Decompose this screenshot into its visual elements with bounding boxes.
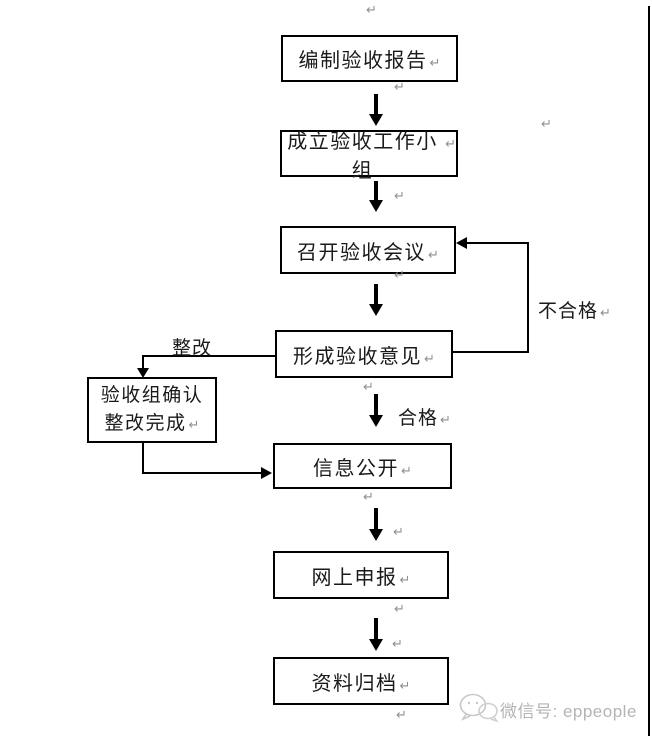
flow-node-compile-report: 编制验收报告↵ xyxy=(281,35,458,82)
return-mark-icon: ↵ xyxy=(428,246,439,262)
flow-node-form-opinion: 形成验收意见↵ xyxy=(275,330,453,378)
down-arrow-icon xyxy=(369,508,383,541)
watermark-text: 微信号: eppeople xyxy=(500,702,637,721)
return-mark-icon: ↵ xyxy=(401,462,412,478)
node-label: 召开验收会议 xyxy=(297,241,427,264)
wechat-icon xyxy=(458,692,500,729)
paragraph-mark-icon: ↵ xyxy=(393,524,404,539)
paragraph-mark-icon: ↵ xyxy=(363,489,374,504)
node-label: 编制验收报告 xyxy=(298,50,428,72)
paragraph-mark-icon: ↵ xyxy=(394,267,405,282)
connector-unqualified-top xyxy=(466,242,529,244)
paragraph-mark-icon: ↵ xyxy=(392,636,403,651)
edge-label-rectify: 整改 xyxy=(172,333,212,360)
return-mark-icon: ↵ xyxy=(188,416,200,432)
paragraph-mark-icon: ↵ xyxy=(394,601,405,616)
return-mark-icon: ↵ xyxy=(429,55,441,70)
down-arrow-icon xyxy=(369,181,383,212)
connector-rectify-v xyxy=(142,355,144,369)
down-arrow-icon xyxy=(369,618,383,651)
arrowhead-right-icon xyxy=(261,467,272,479)
return-mark-icon: ↵ xyxy=(424,350,435,366)
edge-label-text: 合格 xyxy=(398,408,439,429)
arrowhead-down-icon xyxy=(137,368,149,378)
node-label: 形成验收意见 xyxy=(293,345,423,368)
flow-node-info-disclosure: 信息公开↵ xyxy=(273,443,452,489)
flow-node-archive-materials: 资料归档↵ xyxy=(273,657,449,705)
return-mark-icon: ↵ xyxy=(600,305,611,320)
return-mark-icon: ↵ xyxy=(440,412,451,427)
return-mark-icon: ↵ xyxy=(399,677,411,693)
node-label-line2: 整改完成 xyxy=(104,412,187,434)
node-label: 成立验收工作小组 xyxy=(287,130,438,182)
arrowhead-left-icon xyxy=(456,237,467,249)
paragraph-mark-icon: ↵ xyxy=(366,2,377,17)
paragraph-mark-icon: ↵ xyxy=(394,188,405,203)
return-mark-icon: ↵ xyxy=(445,135,456,151)
connector-confirm-v xyxy=(142,442,144,474)
page-edge-line xyxy=(648,6,650,736)
flow-node-setup-working-group: 成立验收工作小组 ↵ xyxy=(280,130,458,182)
connector-unqualified-v xyxy=(527,242,529,353)
down-arrow-icon xyxy=(369,394,383,427)
node-label: 信息公开 xyxy=(313,457,400,480)
edge-label-qualified: 合格↵ xyxy=(398,403,451,430)
edge-label-text: 整改 xyxy=(172,338,213,359)
connector-confirm-h xyxy=(142,472,262,474)
paragraph-mark-icon: ↵ xyxy=(541,116,552,131)
edge-label-unqualified: 不合格↵ xyxy=(538,296,611,323)
node-label-line1: 验收组确认 xyxy=(100,384,204,406)
paragraph-mark-icon: ↵ xyxy=(396,707,407,722)
connector-rectify-h xyxy=(142,355,275,357)
paragraph-mark-icon: ↵ xyxy=(363,379,374,394)
flow-node-online-declaration: 网上申报↵ xyxy=(273,551,449,599)
connector-unqualified-bottom xyxy=(453,351,529,353)
down-arrow-icon xyxy=(369,94,383,126)
return-mark-icon: ↵ xyxy=(399,571,411,587)
node-label: 资料归档 xyxy=(311,672,398,695)
node-label: 网上申报 xyxy=(311,566,398,589)
paragraph-mark-icon: ↵ xyxy=(394,79,405,94)
edge-label-text: 不合格 xyxy=(538,301,599,322)
flow-node-confirm-rectification: 验收组确认 整改完成↵ xyxy=(87,377,217,443)
flow-node-hold-meeting: 召开验收会议↵ xyxy=(280,226,456,274)
down-arrow-icon xyxy=(369,284,383,316)
